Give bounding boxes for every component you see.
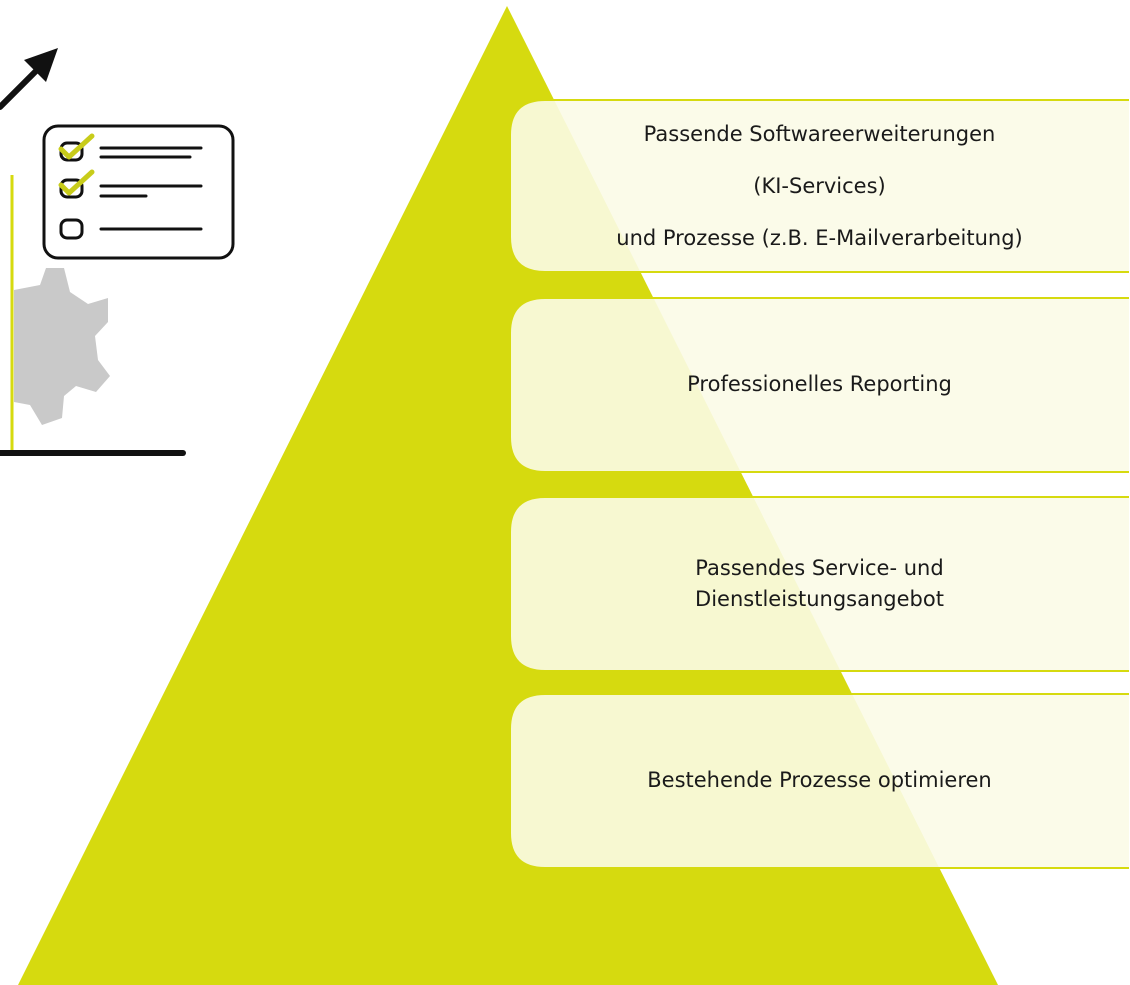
- level-1-line-1: Passende Softwareerweiterungen: [643, 122, 996, 146]
- checklist-frame: [42, 124, 235, 260]
- level-3-line-1: Passendes Service- und: [695, 555, 944, 580]
- level-4-line-1: Bestehende Prozesse optimieren: [647, 768, 992, 793]
- chart-axis-icon: [0, 175, 186, 456]
- arrow-head: [24, 48, 58, 82]
- gear-icon: [14, 268, 110, 425]
- level-2-line-1: Professionelles Reporting: [687, 372, 952, 397]
- level-1-line-2: (KI-Services): [753, 174, 886, 198]
- gear-shape: [14, 268, 110, 425]
- level-3-line-2: Dienstleistungsangebot: [695, 587, 944, 611]
- level-box-3: [509, 496, 1129, 672]
- level-boxes: [509, 99, 1129, 869]
- level-label-3: Passendes Service- und Dienstleistungsan…: [510, 497, 1129, 671]
- level-box-4: [509, 693, 1129, 869]
- level-box-1: [509, 99, 1129, 273]
- level-box-2: [509, 297, 1129, 473]
- level-1-line-3: und Prozesse (z.B. E-Mailverarbeitung): [616, 226, 1023, 250]
- checkmark-1-icon: [58, 133, 95, 160]
- checkmark-2-icon: [58, 169, 95, 196]
- checklist-icon: [42, 124, 235, 260]
- level-label-2: Professionelles Reporting: [510, 298, 1129, 472]
- growth-arrow-icon: [0, 48, 58, 110]
- level-label-1: Passende Softwareerweiterungen (KI-Servi…: [510, 100, 1129, 272]
- level-label-4: Bestehende Prozesse optimieren: [510, 694, 1129, 868]
- checkbox-3: [59, 218, 84, 240]
